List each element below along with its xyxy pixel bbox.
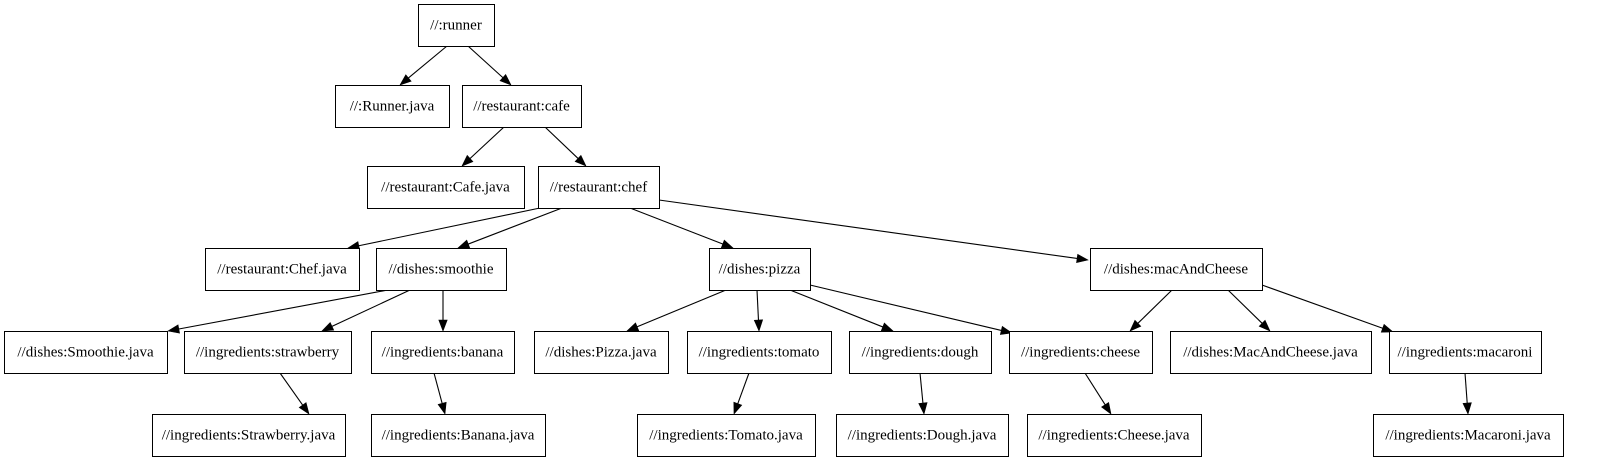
graph-edge	[438, 290, 448, 332]
graph-node[interactable]: //ingredients:Tomato.java	[637, 414, 816, 457]
graph-node-label: //restaurant:Chef.java	[217, 261, 347, 277]
graph-node[interactable]: //:Runner.java	[335, 85, 450, 128]
graph-edge	[544, 126, 587, 167]
graph-node[interactable]: //:runner	[418, 4, 495, 47]
graph-node[interactable]: //ingredients:macaroni	[1389, 331, 1542, 374]
graph-edge	[433, 372, 447, 415]
graph-edge	[1129, 289, 1173, 332]
graph-node-label: //ingredients:strawberry	[196, 344, 340, 360]
graph-node-label: //restaurant:cafe	[473, 98, 570, 114]
graph-edge	[457, 207, 563, 249]
nodes-layer: //:runner //:Runner.java //restaurant:cafe…	[4, 4, 1564, 457]
graph-edge	[467, 45, 512, 86]
graph-node[interactable]: //dishes:smoothie	[376, 248, 507, 291]
graph-node-label: //dishes:Smoothie.java	[17, 344, 154, 360]
graph-node[interactable]: //ingredients:tomato	[687, 331, 832, 374]
graph-node-label: //ingredients:Cheese.java	[1038, 427, 1190, 443]
graph-edge	[167, 289, 389, 334]
graph-edge	[658, 199, 1089, 264]
graph-edge	[1227, 289, 1271, 332]
graph-edge	[789, 289, 894, 332]
graph-edge	[399, 45, 448, 86]
graph-node-label: //ingredients:tomato	[699, 344, 820, 360]
graph-edge	[918, 372, 928, 415]
graph-node[interactable]: //ingredients:Banana.java	[371, 414, 546, 457]
graph-node-label: //restaurant:Cafe.java	[381, 179, 510, 195]
graph-node[interactable]: //dishes:MacAndCheese.java	[1170, 331, 1372, 374]
graph-node-label: //ingredients:Banana.java	[382, 427, 535, 443]
graph-node[interactable]: //restaurant:Chef.java	[205, 248, 360, 291]
graph-node[interactable]: //ingredients:cheese	[1009, 331, 1153, 374]
graph-node[interactable]: //ingredients:Strawberry.java	[152, 414, 346, 457]
graph-edge	[733, 372, 750, 415]
graph-edge	[1462, 372, 1472, 415]
graph-node-label: //ingredients:cheese	[1021, 344, 1140, 360]
graph-edge	[1261, 284, 1394, 333]
graph-node-label: //ingredients:banana	[382, 344, 504, 360]
graph-node[interactable]: //restaurant:chef	[538, 166, 660, 209]
graph-node-label: //ingredients:macaroni	[1398, 344, 1533, 360]
graph-node-label: //ingredients:Strawberry.java	[162, 427, 336, 443]
graph-node-label: //dishes:pizza	[719, 261, 801, 277]
edges-layer	[167, 45, 1472, 415]
graph-edge	[629, 207, 734, 249]
graph-edge	[1084, 372, 1112, 415]
graph-node-label: //restaurant:chef	[550, 179, 647, 195]
graph-node[interactable]: //dishes:macAndCheese	[1090, 248, 1263, 291]
graph-node[interactable]: //dishes:pizza	[709, 248, 811, 291]
graph-edge	[753, 289, 764, 332]
graph-node-label: //dishes:Pizza.java	[545, 344, 657, 360]
graph-edge	[279, 372, 310, 415]
graph-edge	[626, 289, 727, 332]
graph-node-label: //:Runner.java	[350, 98, 435, 114]
graph-node-label: //ingredients:Macaroni.java	[1385, 427, 1551, 443]
graph-node[interactable]: //dishes:Smoothie.java	[4, 331, 168, 374]
graph-node[interactable]: //ingredients:Macaroni.java	[1373, 414, 1564, 457]
graph-node-label: //ingredients:Dough.java	[848, 427, 997, 443]
graph-node[interactable]: //ingredients:Cheese.java	[1027, 414, 1202, 457]
graph-node[interactable]: //restaurant:cafe	[462, 85, 582, 128]
graph-edge	[321, 289, 411, 332]
graph-node[interactable]: //restaurant:Cafe.java	[367, 166, 525, 209]
graph-node-label: //ingredients:dough	[862, 344, 979, 360]
graph-node-label: //dishes:MacAndCheese.java	[1183, 344, 1358, 360]
graph-edge	[347, 207, 541, 251]
graph-edge	[461, 126, 505, 167]
graph-node[interactable]: //ingredients:dough	[849, 331, 992, 374]
graph-node-label: //dishes:smoothie	[389, 261, 494, 277]
graph-node-label: //ingredients:Tomato.java	[649, 427, 803, 443]
graph-node-label: //dishes:macAndCheese	[1104, 261, 1248, 277]
graph-node[interactable]: //ingredients:Dough.java	[836, 414, 1009, 457]
graph-node[interactable]: //ingredients:banana	[371, 331, 515, 374]
graph-node[interactable]: //dishes:Pizza.java	[534, 331, 669, 374]
graph-node-label: //:runner	[430, 17, 482, 33]
graph-node[interactable]: //ingredients:strawberry	[184, 331, 352, 374]
